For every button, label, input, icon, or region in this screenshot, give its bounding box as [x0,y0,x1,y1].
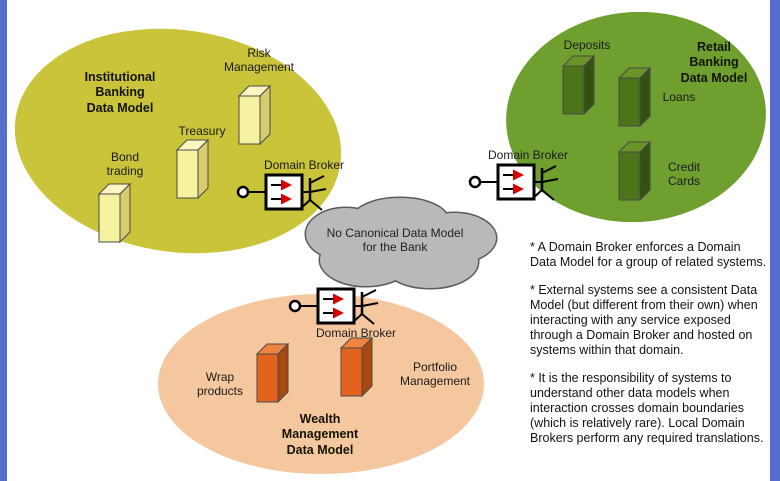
no-canonical-cloud [288,192,500,299]
wealth-title: Wealth Management Data Model [281,412,359,457]
left-edge-bar [0,0,7,481]
notes-column: * A Domain Broker enforces a Domain Data… [530,240,770,459]
portfolio-management-box [340,336,374,398]
institutional-title: Institutional Banking Data Model [84,70,156,115]
right-edge-bar [770,0,780,481]
institutional-domain-broker-icon [236,168,332,219]
deposits-box [562,54,596,116]
loans-label: Loans [662,90,696,104]
wealth-domain-broker-icon [288,282,384,333]
loans-box [618,66,652,128]
wealth-broker-label: Domain Broker [315,326,397,340]
note-responsibility: * It is the responsibility of systems to… [530,371,764,445]
risk-management-label: Risk Management [223,46,295,75]
treasury-label: Treasury [178,124,226,138]
credit-cards-box [618,140,652,202]
retail-broker-label: Domain Broker [487,148,569,162]
risk-management-box [238,84,272,146]
retail-domain-broker-icon [468,158,564,209]
cloud-label: No Canonical Data Model for the Bank [326,226,464,254]
wrap-products-box [256,342,290,404]
institutional-broker-label: Domain Broker [263,158,345,172]
portfolio-management-label: Portfolio Management [399,360,471,389]
deposits-label: Deposits [563,38,611,52]
wrap-products-label: Wrap products [196,370,244,399]
retail-title: Retail Banking Data Model [680,40,748,85]
bond-trading-label: Bond trading [106,150,144,179]
treasury-box [176,138,210,200]
note-broker-enforces: * A Domain Broker enforces a Domain Data… [530,240,767,269]
credit-cards-label: Credit Cards [667,160,700,189]
note-external-systems: * External systems see a consistent Data… [530,283,758,357]
bond-trading-box [98,182,132,244]
